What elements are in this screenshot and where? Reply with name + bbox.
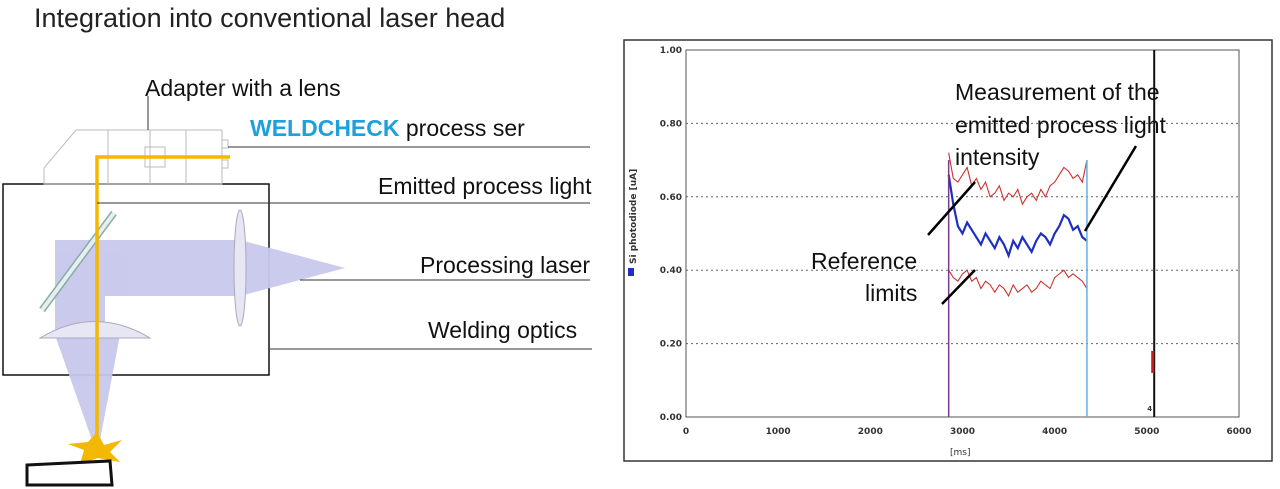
y-tick-label: 0.80	[660, 119, 682, 129]
annotation-pointer	[941, 269, 976, 305]
x-tick-label: 6000	[1226, 427, 1251, 437]
x-tick-label: 2000	[858, 427, 883, 437]
annotation-line: Measurement of the	[955, 79, 1160, 105]
plot-area	[685, 49, 1240, 418]
y-tick-label: 0.00	[660, 413, 682, 423]
y-tick-label: 0.60	[660, 193, 682, 203]
focusing-lens-vertical	[38, 321, 152, 339]
weldcheck-rest: process ser	[400, 115, 526, 141]
time-marker-label: 4	[1147, 405, 1152, 413]
x-tick-label: 4000	[1042, 427, 1067, 437]
annotation-reference: Reference limits	[811, 181, 976, 306]
x-tick-label: 1000	[766, 427, 791, 437]
page-title: Integration into conventional laser head	[34, 3, 505, 33]
x-tick-label: 3000	[950, 427, 975, 437]
annotation-line: intensity	[955, 144, 1040, 170]
annotation-pointer	[927, 181, 976, 236]
weld-spark-icon	[68, 432, 122, 464]
annotation-line: emitted process light	[955, 112, 1167, 138]
y-tick-label: 0.40	[660, 266, 682, 276]
y-tick-label: 1.00	[660, 46, 682, 56]
adapter-label: Adapter with a lens	[145, 75, 341, 101]
series-line-measurement	[947, 174, 1088, 259]
process-light-path	[95, 155, 230, 440]
annotation-measurement: Measurement of the emitted process light…	[955, 79, 1167, 232]
workpiece	[25, 459, 114, 487]
welding-optics-label: Welding optics	[428, 317, 577, 343]
chart: 0.00 0.20 0.40 0.60 0.80 1.00 0 1000 2000 3000 400…	[623, 39, 1273, 462]
processing-laser-beam	[55, 240, 345, 440]
series-line-lower-reference-limit	[948, 269, 1088, 298]
annotation-pointer	[1083, 145, 1138, 232]
y-axis-label: Si photodiode [uA]	[629, 169, 639, 264]
annotation-line: Reference	[811, 248, 917, 274]
x-tick-label: 0	[683, 427, 689, 437]
focusing-lens-horizontal	[233, 209, 247, 327]
processing-laser-label: Processing laser	[420, 252, 590, 278]
x-tick-label: 5000	[1134, 427, 1159, 437]
weldcheck-label: WELDCHECK process ser	[250, 115, 525, 141]
annotation-line: limits	[865, 280, 917, 306]
weldcheck-brand: WELDCHECK	[250, 115, 400, 141]
laser-head-diagram: Adapter with a lens WELDCHECK process se…	[2, 75, 592, 487]
legend-swatch	[628, 268, 634, 276]
emitted-light-label: Emitted process light	[378, 173, 592, 199]
y-tick-label: 0.20	[660, 340, 682, 350]
x-axis-label: [ms]	[950, 448, 970, 458]
time-marker-flag	[1151, 350, 1155, 373]
